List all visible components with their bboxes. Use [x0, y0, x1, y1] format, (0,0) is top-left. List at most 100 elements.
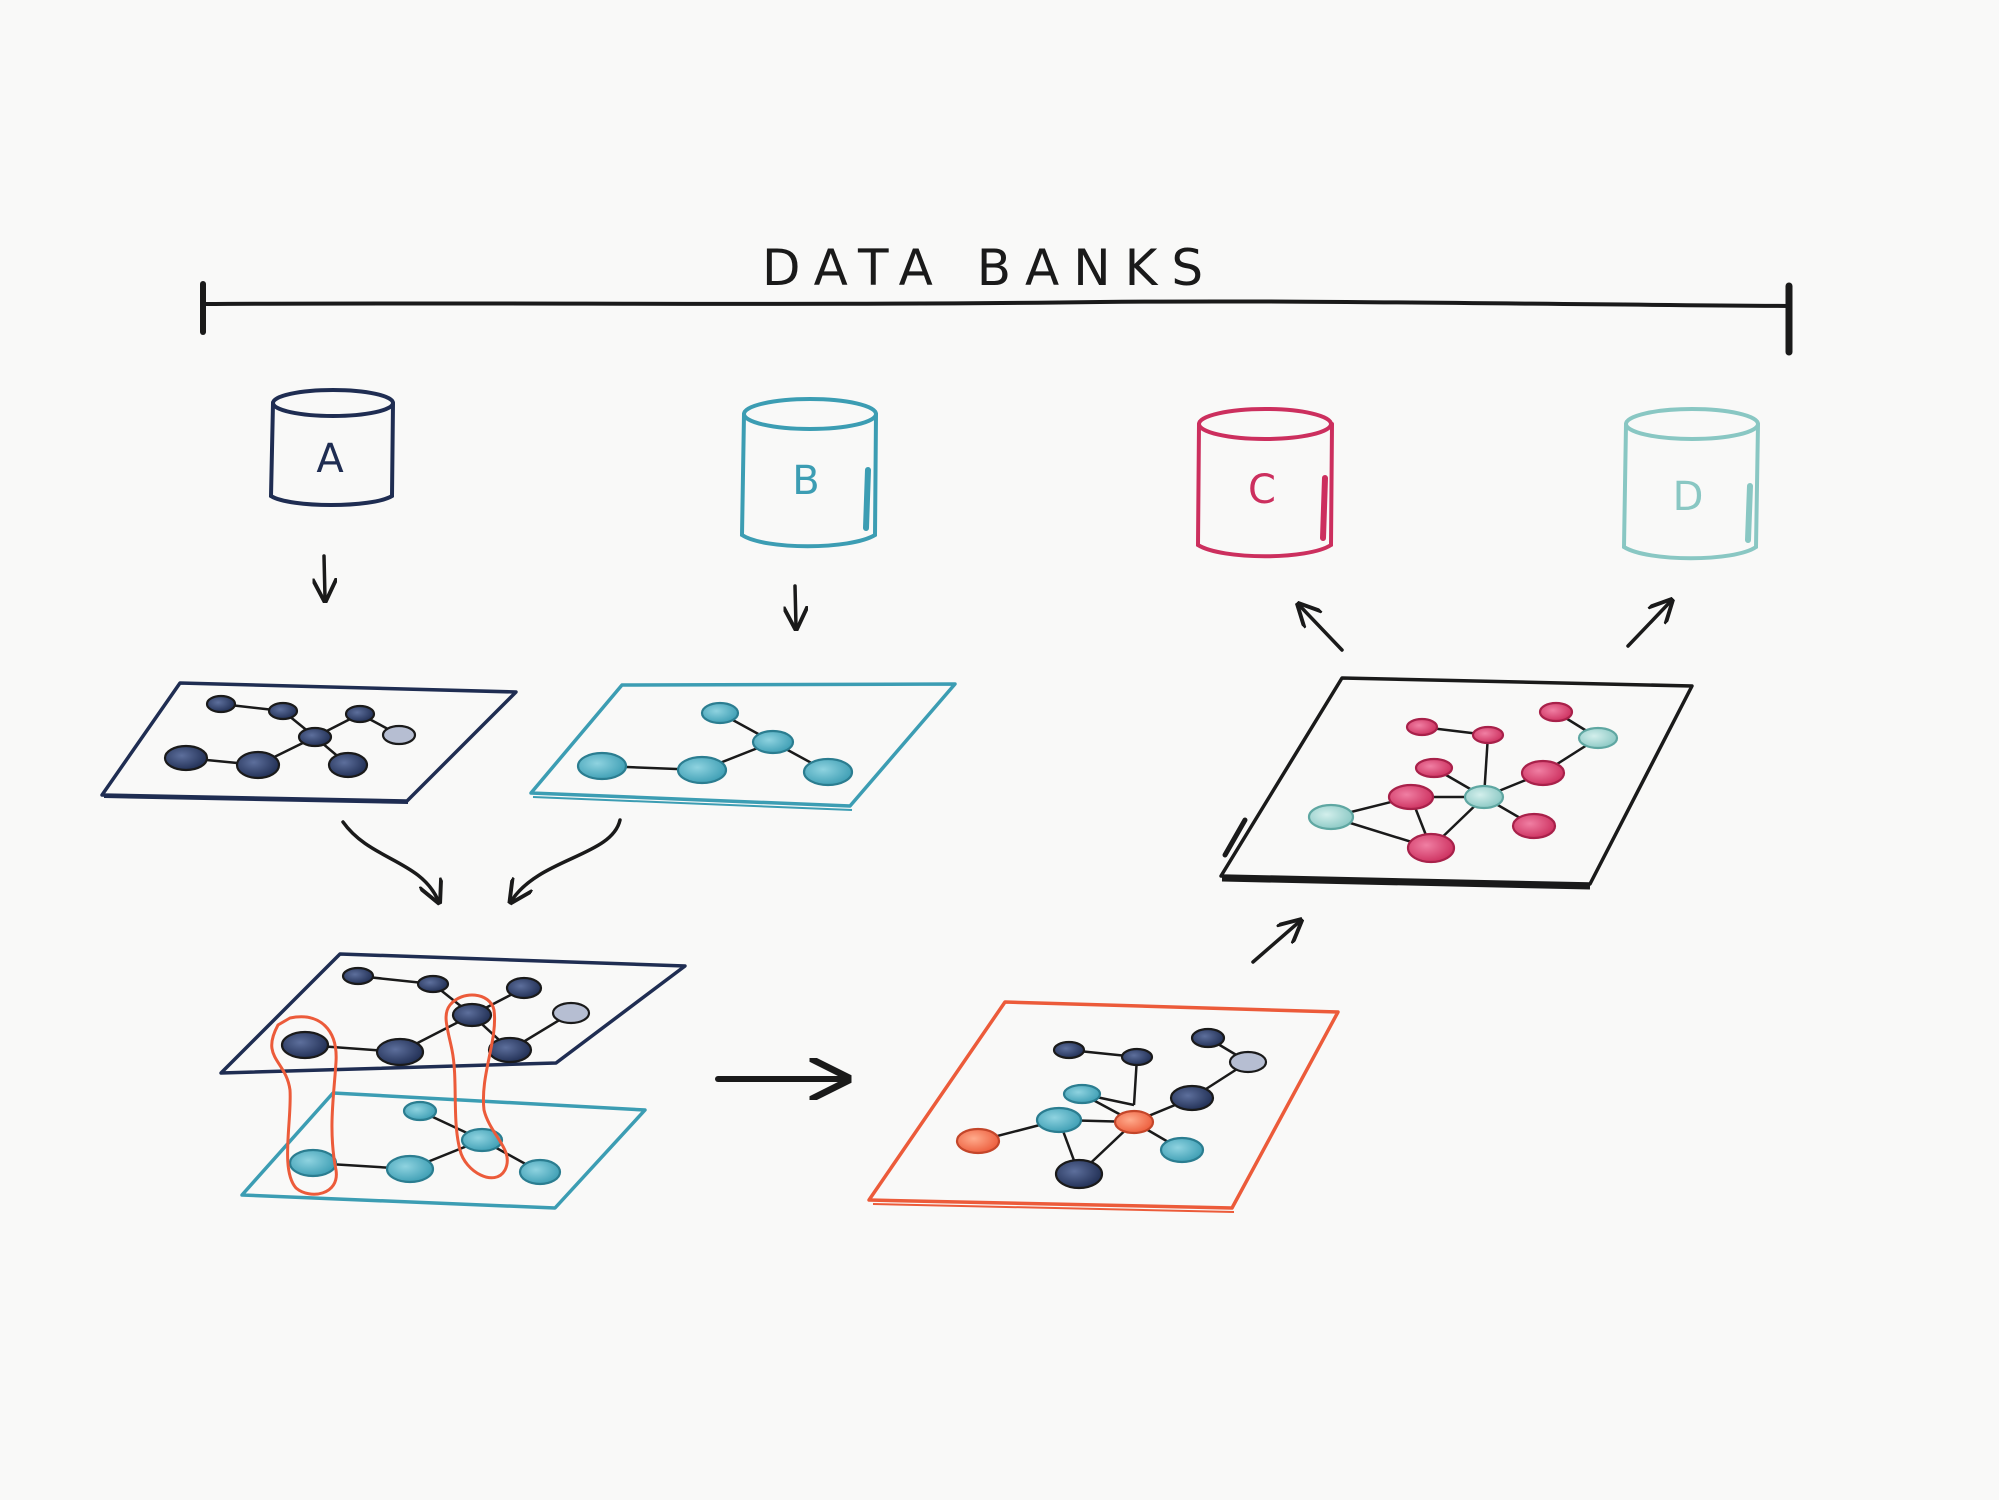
database-d: D [1621, 407, 1760, 561]
node [341, 966, 375, 986]
node [1511, 812, 1557, 840]
output-layer-plane-mark [1222, 817, 1248, 858]
database-a-label: A [316, 436, 344, 482]
layer-b-plane [529, 682, 957, 808]
merged-layer-plane [867, 1000, 1340, 1210]
arrow-b-down [795, 584, 796, 626]
output-layer-plane-edge [1221, 876, 1591, 890]
node [1387, 783, 1435, 811]
database-c-highlight [1320, 475, 1328, 541]
node [163, 744, 209, 772]
database-a-body [268, 401, 395, 507]
node [751, 729, 795, 755]
output-layer [1219, 676, 1694, 890]
node [1054, 1158, 1104, 1190]
data-banks-bracket: DATA BANKS [200, 239, 1793, 356]
database-b-top [742, 397, 878, 431]
node [327, 751, 369, 779]
node [700, 701, 740, 725]
node [1035, 1106, 1083, 1134]
graph-layer-a [100, 681, 518, 804]
node [1190, 1027, 1226, 1049]
node [955, 1127, 1001, 1155]
aligned-top-nodes [280, 966, 591, 1067]
database-c-body [1195, 422, 1334, 559]
arrow-a-down [324, 554, 325, 598]
arrow-to-c [1300, 606, 1344, 652]
database-a: A [268, 388, 395, 507]
bracket-line [201, 299, 1791, 308]
output-layer-nodes [1307, 701, 1619, 864]
layer-a-plane-edge [103, 796, 409, 804]
aligned-layer-top-plane [219, 952, 687, 1075]
arrow-to-d [1626, 602, 1670, 648]
database-c-label: C [1248, 467, 1276, 513]
arrow-curve-b [512, 818, 622, 900]
node [381, 724, 417, 746]
node [344, 704, 376, 724]
node [460, 1127, 504, 1153]
node [1228, 1050, 1268, 1074]
database-b-label: B [792, 458, 819, 504]
diagram-title: DATA BANKS [762, 239, 1217, 297]
merged-layer [867, 1000, 1340, 1213]
layer-b-nodes [576, 701, 854, 787]
node [297, 726, 333, 748]
node [505, 976, 543, 1000]
node [1538, 701, 1574, 723]
node [576, 751, 628, 781]
merged-layer-nodes [955, 1027, 1268, 1190]
node [1520, 759, 1566, 787]
node [1463, 784, 1505, 810]
database-d-highlight [1745, 483, 1753, 543]
node [1406, 832, 1456, 864]
node [518, 1158, 562, 1186]
node [205, 694, 237, 714]
arrow-to-output [1251, 922, 1299, 964]
layer-b-plane-edge [532, 796, 853, 811]
node [416, 974, 450, 994]
node [676, 755, 728, 785]
database-b-highlight [863, 467, 871, 531]
database-b-body [739, 412, 878, 549]
graph-layer-b [529, 682, 957, 811]
output-layer-plane [1219, 676, 1694, 886]
node [402, 1100, 438, 1122]
arrows [324, 554, 1670, 1079]
node [267, 701, 299, 721]
database-d-body [1621, 422, 1760, 561]
node [1052, 1040, 1086, 1060]
node [551, 1001, 591, 1025]
merged-layer-plane-edge [872, 1203, 1235, 1213]
database-c-top [1197, 407, 1333, 441]
alignment-loop-right [444, 993, 509, 1180]
alignment-loop-left [270, 1015, 338, 1196]
node [1577, 726, 1619, 750]
node [280, 1030, 330, 1060]
node [288, 1148, 338, 1178]
node [1113, 1109, 1155, 1135]
database-a-top [271, 388, 395, 418]
node [1159, 1136, 1205, 1164]
node [1120, 1047, 1154, 1067]
database-d-top [1624, 407, 1760, 441]
node [802, 757, 854, 787]
database-b: B [739, 397, 878, 549]
node [487, 1036, 533, 1064]
node [1307, 803, 1355, 831]
node [1405, 717, 1439, 737]
node [375, 1037, 425, 1067]
database-c: C [1195, 407, 1334, 559]
node [451, 1002, 493, 1028]
node [1062, 1083, 1102, 1105]
aligned-bottom-nodes [288, 1100, 562, 1186]
layer-a-plane [100, 681, 518, 803]
node [235, 750, 281, 780]
node [1471, 725, 1505, 745]
database-d-label: D [1673, 474, 1704, 520]
node [1414, 757, 1454, 779]
aligned-layers [219, 952, 687, 1210]
node [1169, 1084, 1215, 1112]
